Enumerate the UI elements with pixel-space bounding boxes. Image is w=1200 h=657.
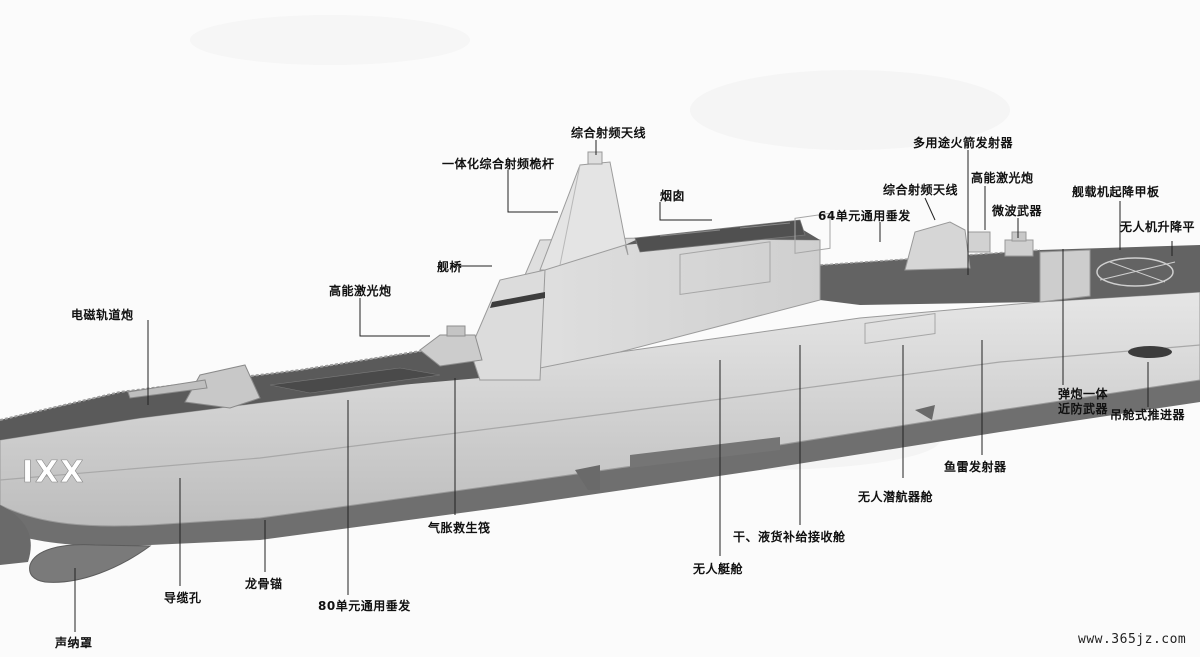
label-high-energy-laser-fwd: 高能激光炮 [329, 284, 392, 298]
helideck-circle [1096, 257, 1174, 287]
label-replenishment: 干、液货补给接收舱 [733, 530, 846, 544]
bridge-face [469, 269, 546, 381]
label-uav-deck: 无人机升降平 [1120, 220, 1196, 234]
sonar-dome [29, 544, 152, 583]
hull-marking: IXX [22, 455, 85, 490]
label-torpedo-launcher: 鱼雷发射器 [944, 460, 1007, 474]
label-sonar-dome: 声纳罩 [55, 636, 93, 650]
label-integrated-rf-antenna-top: 综合射频天线 [571, 126, 647, 140]
label-multi-rocket-launcher: 多用途火箭发射器 [913, 136, 1014, 150]
bridge-windows [490, 292, 545, 308]
label-railgun: 电磁轨道炮 [71, 308, 134, 322]
funnel-structure [634, 219, 806, 253]
label-vls-64: 64单元通用垂发 [818, 209, 911, 223]
label-microwave-weapon: 微波武器 [992, 204, 1043, 218]
aft-rf-antenna [904, 221, 971, 271]
label-integrated-rf-antenna-aft: 综合射频天线 [883, 183, 959, 197]
label-uuv-bay: 无人潜航器舱 [858, 490, 934, 504]
label-ciws: 弹炮一体 近防武器 [1057, 387, 1108, 416]
label-usv-bay: 无人艇舱 [693, 562, 744, 576]
leader-lines [74, 140, 1173, 632]
label-keel-anchor: 龙骨锚 [245, 577, 283, 591]
hull-side [0, 291, 1200, 527]
label-pod-propulsor: 吊舱式推进器 [1110, 408, 1186, 422]
vls-80-cells [269, 367, 441, 394]
label-funnel: 烟囱 [660, 189, 686, 203]
label-integrated-rf-mast: 一体化综合射频桅杆 [442, 157, 555, 171]
pod-propulsor [1128, 346, 1172, 358]
label-fairlead: 导缆孔 [164, 591, 202, 605]
watermark: www.365jz.com [1078, 632, 1187, 647]
label-high-energy-laser-aft: 高能激光炮 [971, 171, 1034, 185]
hull-lower [0, 380, 1200, 547]
label-life-raft: 气胀救生筏 [428, 521, 491, 535]
label-vls-80: 80单元通用垂发 [318, 599, 411, 613]
fwd-laser-turret [419, 334, 483, 367]
label-bridge: 舰桥 [437, 260, 463, 274]
railgun-turret [184, 364, 261, 409]
hangar-block [1039, 249, 1091, 303]
label-helideck: 舰载机起降甲板 [1072, 185, 1160, 199]
